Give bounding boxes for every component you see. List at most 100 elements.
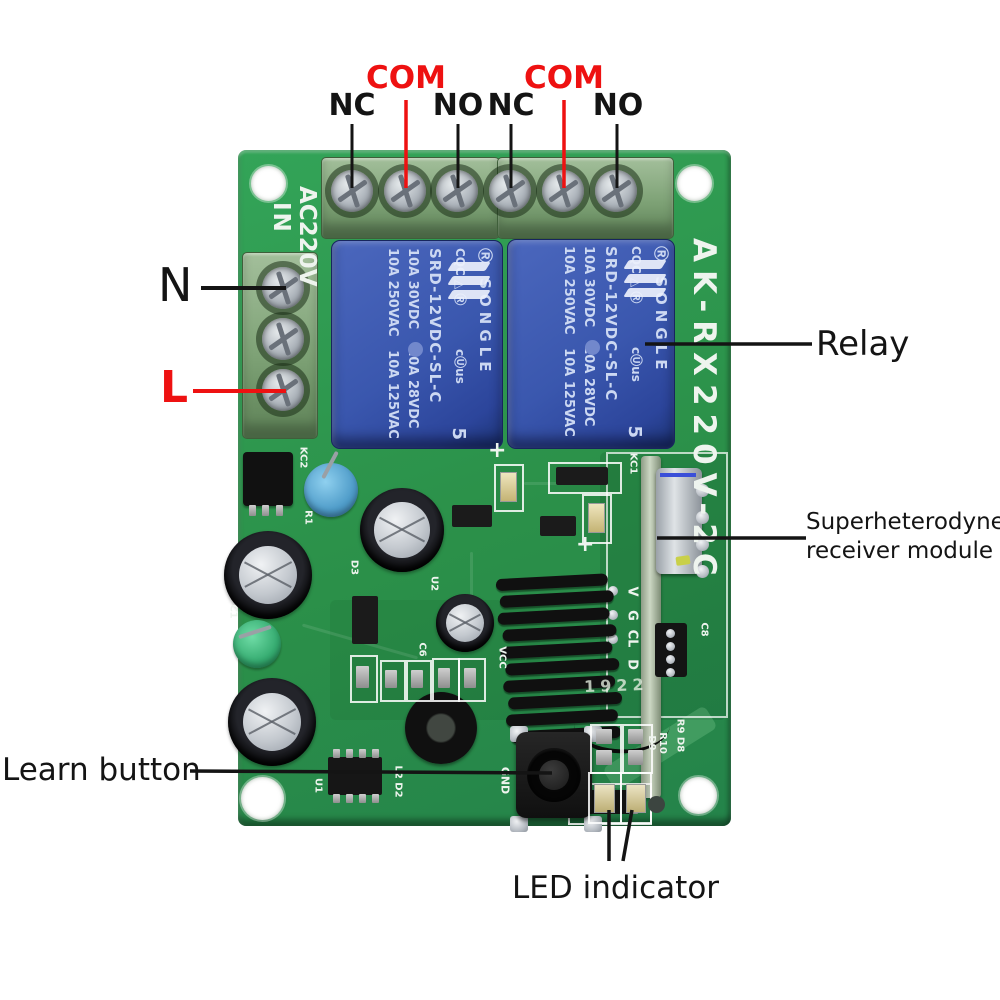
label-nc-1: NC [328,88,376,123]
electrolytic-capacitor [360,488,444,572]
pcb-trace [470,552,473,612]
smd-diode [556,467,608,485]
terminal-screw-nc2 [489,170,531,212]
label-no-2: NO [592,88,644,123]
terminal-screw-com2 [542,170,584,212]
ref-u1: U1 [312,777,324,794]
disc-capacitor-blue [304,463,358,517]
electrolytic-capacitor [228,678,316,766]
ref-kc2: KC2 [297,446,309,469]
sot-regulator [352,596,378,644]
component-leg [249,505,256,516]
ref-c8: C8 [698,622,710,637]
label-receiver-line1: Superheterodyne [806,509,1000,535]
label-com-1: COM [366,60,446,96]
label-relay: Relay [816,324,910,364]
terminal-screw-no1 [436,170,478,212]
terminal-screw-com1 [384,170,426,212]
via-hole [648,796,665,813]
silkscreen-ac220v: AC220V [294,186,320,287]
pin-hole [608,610,618,620]
label-nc-2: NC [487,88,535,123]
mounting-hole [680,777,717,814]
relay-logo-bar [623,260,667,269]
label-led-indicator: LED indicator [512,870,720,906]
header-pin [666,655,675,664]
receiver-can-stripe [660,473,696,477]
mounting-hole [251,166,286,201]
relay-ul-number: 5 [448,427,469,440]
terminal-screw-no2 [595,170,637,212]
sot-transistor [452,505,492,527]
ref-d3: D3 [348,559,360,576]
ref-gnd: GND [498,766,512,795]
relay-model: SRD-12VDC-SL-C [602,246,620,402]
label-receiver-line2: receiver module [806,538,994,564]
terminal-screw-l [262,369,304,411]
pin-hole [608,586,618,596]
relay-ratings-ac: 10A 250VAC 10A 125VAC [561,246,576,437]
component-leg [276,505,283,516]
sot-transistor [540,516,576,536]
relay-ul-mark: cⓊus [453,349,467,384]
smd-led [588,503,605,533]
disc-capacitor-green [233,620,281,668]
header-pin [666,629,675,638]
relay-ul-mark: cⓊus [629,347,643,382]
electrolytic-capacitor [436,594,494,652]
solder-pad [696,565,709,578]
button-solder-pad [510,816,528,832]
ref-vcc: VCC [496,646,508,669]
relay-pin-dimple [408,342,423,357]
label-neutral: N [158,258,193,312]
solder-pad [696,538,709,551]
toroid-inductor [405,692,477,764]
header-pin [666,642,675,651]
soic-ic-u1 [328,757,382,795]
label-receiver: Superheterodyne receiver module [806,508,1000,566]
silkscreen-in: IN [268,202,294,234]
ref-r10-d9: R10 D9 [646,732,668,754]
ref-c1: C1 [227,604,239,619]
ref-l2-d2: L2 D2 [392,765,404,798]
label-live: L [160,362,189,413]
silkscreen-model: AK-RX220V-2C [686,238,722,584]
silkscreen-batch: 1922 [583,674,649,697]
resistor-outline [622,724,653,774]
mounting-hole [241,777,284,820]
relay-ratings-ac: 10A 250VAC 10A 125VAC [385,248,400,439]
mounting-hole [677,166,712,201]
relay-logo-bar [447,262,491,271]
ref-r1: R1 [302,510,314,525]
ref-kc1: KC1 [627,452,639,475]
label-com-2: COM [524,60,604,96]
solder-pad [696,484,709,497]
ref-u2: U2 [428,575,440,592]
relay-logo-bar [447,290,491,299]
relay-ul-number: 5 [624,425,645,438]
silkscreen-plus-mark: + [576,532,595,557]
led-2 [626,784,646,813]
relay-pin-dimple [585,340,600,355]
label-no-1: NO [432,88,484,123]
component-leg [262,505,269,516]
pcb-trace [524,482,580,485]
ref-r9-d8: R9 D8 [674,718,686,753]
header-pin [666,668,675,677]
terminal-screw-mid [262,318,304,360]
receiver-silkscreen-outline [606,452,728,718]
led-1 [594,784,615,813]
terminal-screw-nc1 [331,170,373,212]
learn-button-dome [539,760,569,790]
silkscreen-power-marking: AC220V IN [262,186,320,314]
silkscreen-plus-mark: + [488,438,507,463]
relay-logo-bar [623,274,667,283]
pin-hole [608,634,618,644]
relay-model: SRD-12VDC-SL-C [426,248,444,404]
electrolytic-capacitor [224,531,312,619]
ref-c6: C6 [416,642,428,657]
solder-pad [696,511,709,524]
smd-led [500,472,517,502]
relay-logo-bar [623,288,667,297]
